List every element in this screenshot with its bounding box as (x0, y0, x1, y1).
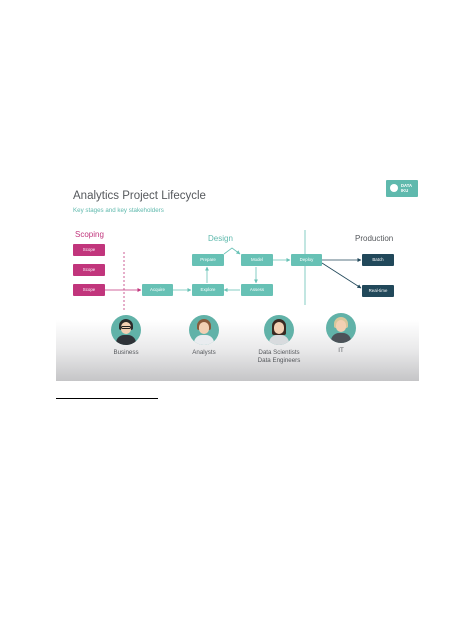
section-scoping-label: Scoping (75, 230, 104, 239)
data-scientist-avatar-icon (264, 315, 294, 345)
prepare-box: Prepare (192, 254, 224, 266)
bird-logo-icon (390, 184, 398, 192)
section-production-label: Production (355, 234, 394, 243)
stakeholder-analysts: Analysts (154, 315, 254, 357)
stakeholder-label: Data Scientists Data Engineers (257, 349, 301, 364)
company-logo: DATA IKU (386, 180, 418, 197)
analyst-avatar-icon (189, 315, 219, 345)
assess-box: Assess (241, 284, 273, 296)
slide-title: Analytics Project Lifecycle (73, 190, 206, 202)
businesswoman-avatar-icon (111, 315, 141, 345)
model-box: Model (241, 254, 273, 266)
acquire-box: Acquire (142, 284, 173, 296)
stakeholder-data-team: Data Scientists Data Engineers (229, 315, 329, 365)
stakeholder-label: Business (113, 349, 139, 356)
logo-text: DATA IKU (401, 183, 413, 193)
explore-box: Explore (192, 284, 224, 296)
realtime-box: Real-time (362, 285, 394, 297)
arrow-prepare-model (223, 247, 241, 255)
stakeholder-label: Analysts (192, 349, 216, 356)
flow-connectors (105, 230, 362, 310)
arrow-deploy-realtime (321, 262, 362, 289)
deploy-box: Deploy (291, 254, 322, 266)
batch-box: Batch (362, 254, 394, 266)
scope-box-1: Scope (73, 244, 105, 256)
scope-box-3: Scope (73, 284, 105, 296)
stakeholder-label: IT (338, 347, 344, 354)
section-design-label: Design (208, 234, 233, 243)
stakeholder-it: IT (291, 313, 391, 355)
slide-subtitle: Key stages and key stakeholders (73, 207, 164, 214)
lifecycle-slide: Analytics Project Lifecycle Key stages a… (56, 170, 419, 381)
stakeholder-business: Business (76, 315, 176, 357)
scope-box-2: Scope (73, 264, 105, 276)
it-person-avatar-icon (326, 313, 356, 343)
footnote-separator (56, 398, 158, 399)
